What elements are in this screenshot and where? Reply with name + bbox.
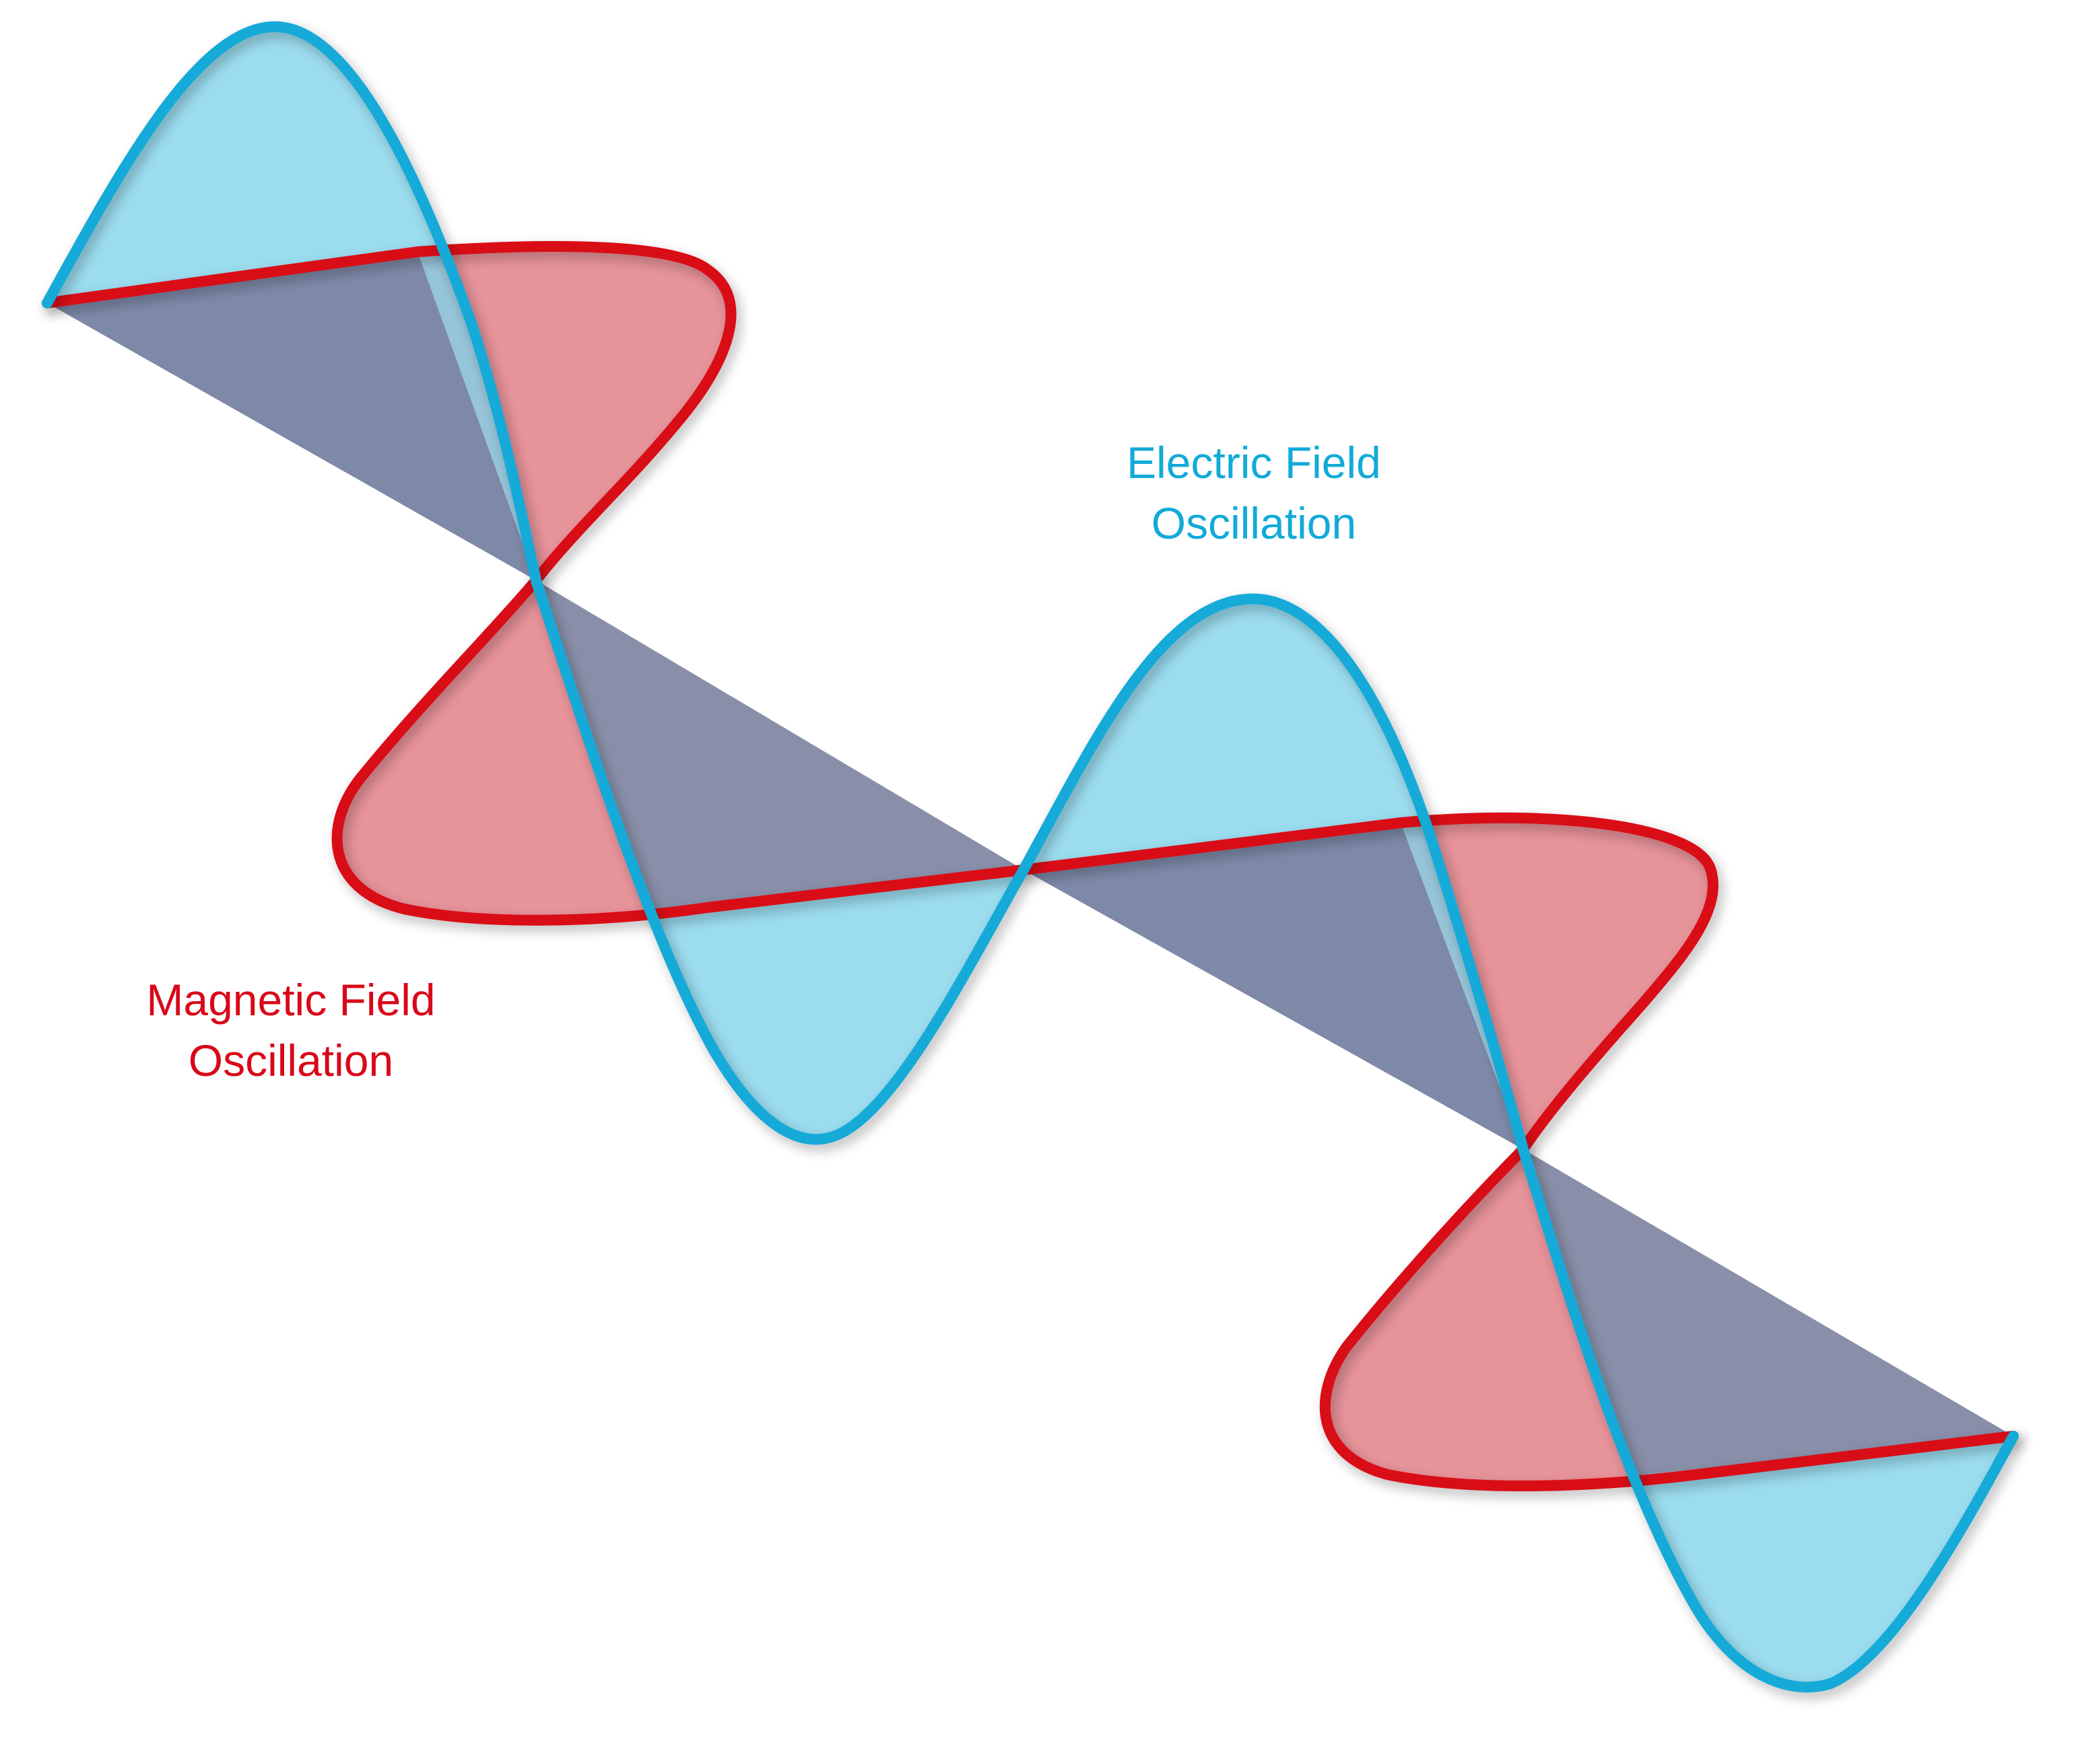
electric-lobe-fill-2 — [536, 580, 1024, 1140]
electric-field-wave — [42, 21, 2019, 1693]
magnetic-label-line2: Oscillation — [189, 1036, 393, 1085]
magnetic-field-wave — [42, 241, 2019, 1491]
magnetic-field-label: Magnetic Field Oscillation — [146, 975, 435, 1085]
electric-wave-line — [42, 21, 2019, 1693]
electric-label-line2: Oscillation — [1151, 498, 1356, 548]
axis-wedge-4 — [1523, 1149, 2013, 1476]
axis-shading — [47, 252, 2013, 1476]
axis-wedge-3 — [1024, 823, 1523, 1149]
electric-lobe-fill-4 — [1523, 1149, 2013, 1687]
magnetic-label-line1: Magnetic Field — [146, 975, 435, 1025]
electric-label-line1: Electric Field — [1127, 438, 1381, 487]
axis-wedge-2 — [536, 580, 1024, 917]
axis-wedge-1 — [47, 252, 536, 580]
magnetic-wave-line — [42, 241, 2019, 1491]
electric-field-label: Electric Field Oscillation — [1127, 438, 1381, 548]
